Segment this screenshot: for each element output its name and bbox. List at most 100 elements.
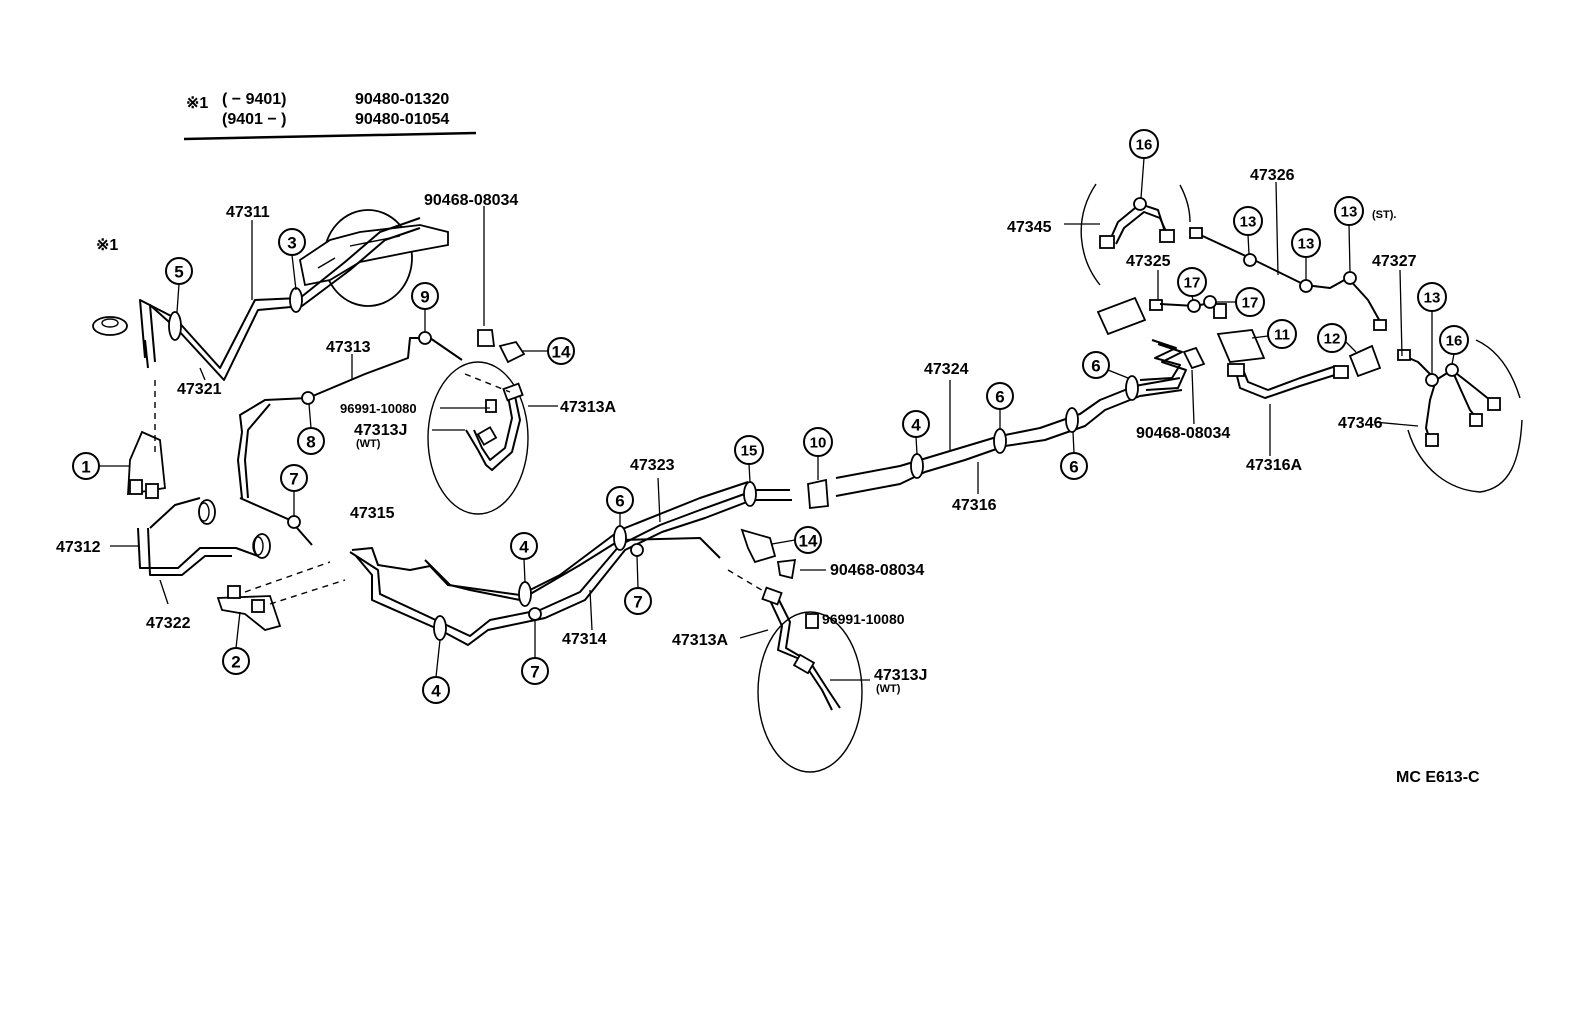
callout-6-center: 6 [606, 486, 634, 514]
clamp [1203, 295, 1217, 309]
svg-text:7: 7 [289, 470, 298, 489]
clamp [630, 543, 644, 557]
clamp [168, 311, 182, 341]
svg-text:7: 7 [530, 663, 539, 682]
svg-text:15: 15 [741, 443, 758, 460]
svg-text:5: 5 [174, 263, 183, 282]
svg-text:13: 13 [1240, 214, 1257, 231]
callout-16-left: 16 [1129, 129, 1159, 159]
clamp [743, 481, 757, 507]
callout-11: 11 [1267, 319, 1297, 349]
part-label-47325: 47325 [1126, 253, 1171, 270]
callout-14-mid: 14 [794, 526, 822, 554]
svg-text:11: 11 [1274, 327, 1290, 344]
svg-text:6: 6 [1091, 357, 1100, 376]
callout-circles: 1 2 3 5 9 8 7 14 4 4 7 6 7 15 10 14 4 6 [72, 129, 1469, 704]
callout-8: 8 [297, 427, 325, 455]
clamp [1445, 363, 1459, 377]
svg-text:12: 12 [1324, 331, 1341, 348]
svg-text:8: 8 [306, 433, 315, 452]
leader-lines [110, 181, 1419, 681]
part-label-47322: 47322 [146, 615, 191, 632]
callout-13-a: 13 [1233, 206, 1263, 236]
pipe-clamps [168, 197, 1459, 641]
part-label-96991-mid: 96991-10080 [822, 611, 905, 627]
part-label-47323: 47323 [630, 457, 675, 474]
callout-17-a: 17 [1177, 267, 1207, 297]
header-star-label: ※1 [186, 95, 208, 112]
callout-17-b: 17 [1235, 287, 1265, 317]
svg-text:13: 13 [1341, 204, 1358, 221]
clip-group-mid [740, 528, 797, 580]
header-underline [183, 131, 477, 141]
clamp [1299, 279, 1313, 293]
pipes-47311-47321 [139, 217, 421, 381]
part-label-96991-left: 96991-10080 [340, 401, 417, 416]
part-label-47314: 47314 [562, 631, 607, 648]
svg-text:2: 2 [231, 653, 240, 672]
clamp [1125, 375, 1139, 401]
callout-13-d: 13 [1417, 282, 1447, 312]
callout-4-right: 4 [902, 410, 930, 438]
part-label-47321: 47321 [177, 381, 222, 398]
callout-7-left: 7 [280, 464, 308, 492]
left-brake-assembly [427, 361, 529, 515]
callout-5: 5 [165, 257, 193, 285]
callout-14-top: 14 [547, 337, 575, 365]
clamp [433, 615, 447, 641]
clamp [1065, 407, 1079, 433]
callout-6-b: 6 [1060, 452, 1088, 480]
header-note: ※1 ( − 9401) 90480-01320 (9401 − ) 90480… [183, 91, 477, 141]
fitting-part-12 [1348, 344, 1382, 378]
svg-text:14: 14 [552, 343, 571, 362]
part-label-47345: 47345 [1007, 219, 1052, 236]
svg-text:4: 4 [911, 416, 921, 435]
part-label-47313j-mid: 47313J [874, 667, 927, 684]
callout-13-b: 13 [1291, 228, 1321, 258]
part-label-47326: 47326 [1250, 167, 1295, 184]
clamp [518, 581, 532, 607]
proportioning-valve [216, 561, 346, 631]
part-label-47313a-left: 47313A [560, 399, 616, 416]
part-label-47313a-mid: 47313A [672, 632, 728, 649]
part-label-47346: 47346 [1338, 415, 1383, 432]
svg-text:9: 9 [420, 288, 429, 307]
clamp [1243, 253, 1257, 267]
callout-7-mid: 7 [624, 587, 652, 615]
callout-16-right: 16 [1439, 325, 1469, 355]
part-number-labels: ※1 47311 47321 47312 47322 47313 47313A … [56, 167, 1417, 695]
svg-text:16: 16 [1136, 137, 1153, 154]
part-label-47315: 47315 [350, 505, 395, 522]
svg-text:6: 6 [995, 388, 1004, 407]
callout-2: 2 [222, 647, 250, 675]
header-line2-range: (9401 − ) [222, 111, 286, 128]
callout-15: 15 [734, 435, 764, 465]
clamp [993, 428, 1007, 454]
clamp [1187, 299, 1201, 313]
part-label-47311: 47311 [226, 204, 270, 221]
st-label: (ST). [1372, 209, 1396, 221]
clamp [613, 525, 627, 551]
svg-text:4: 4 [431, 682, 441, 701]
svg-text:14: 14 [799, 532, 818, 551]
callout-13-c: 13 [1334, 196, 1364, 226]
callout-3: 3 [278, 228, 306, 256]
part-label-47313j-left: 47313J [354, 422, 407, 439]
part-label-90468-right: 90468-08034 [1136, 425, 1230, 442]
bracket-part-1 [127, 380, 166, 499]
svg-text:6: 6 [615, 492, 624, 511]
clamp [418, 331, 432, 345]
callout-4-mid: 4 [510, 532, 538, 560]
svg-text:13: 13 [1298, 236, 1315, 253]
part-label-90468-top: 90468-08034 [424, 192, 518, 209]
clip-group-top [477, 329, 526, 364]
part-label-47312: 47312 [56, 539, 101, 556]
svg-text:16: 16 [1446, 333, 1463, 350]
svg-text:3: 3 [287, 234, 296, 253]
svg-text:4: 4 [519, 538, 529, 557]
hose-47316a [1227, 363, 1349, 399]
callout-10: 10 [803, 427, 833, 457]
svg-text:10: 10 [810, 435, 827, 452]
bracket-part-10 [807, 478, 829, 509]
